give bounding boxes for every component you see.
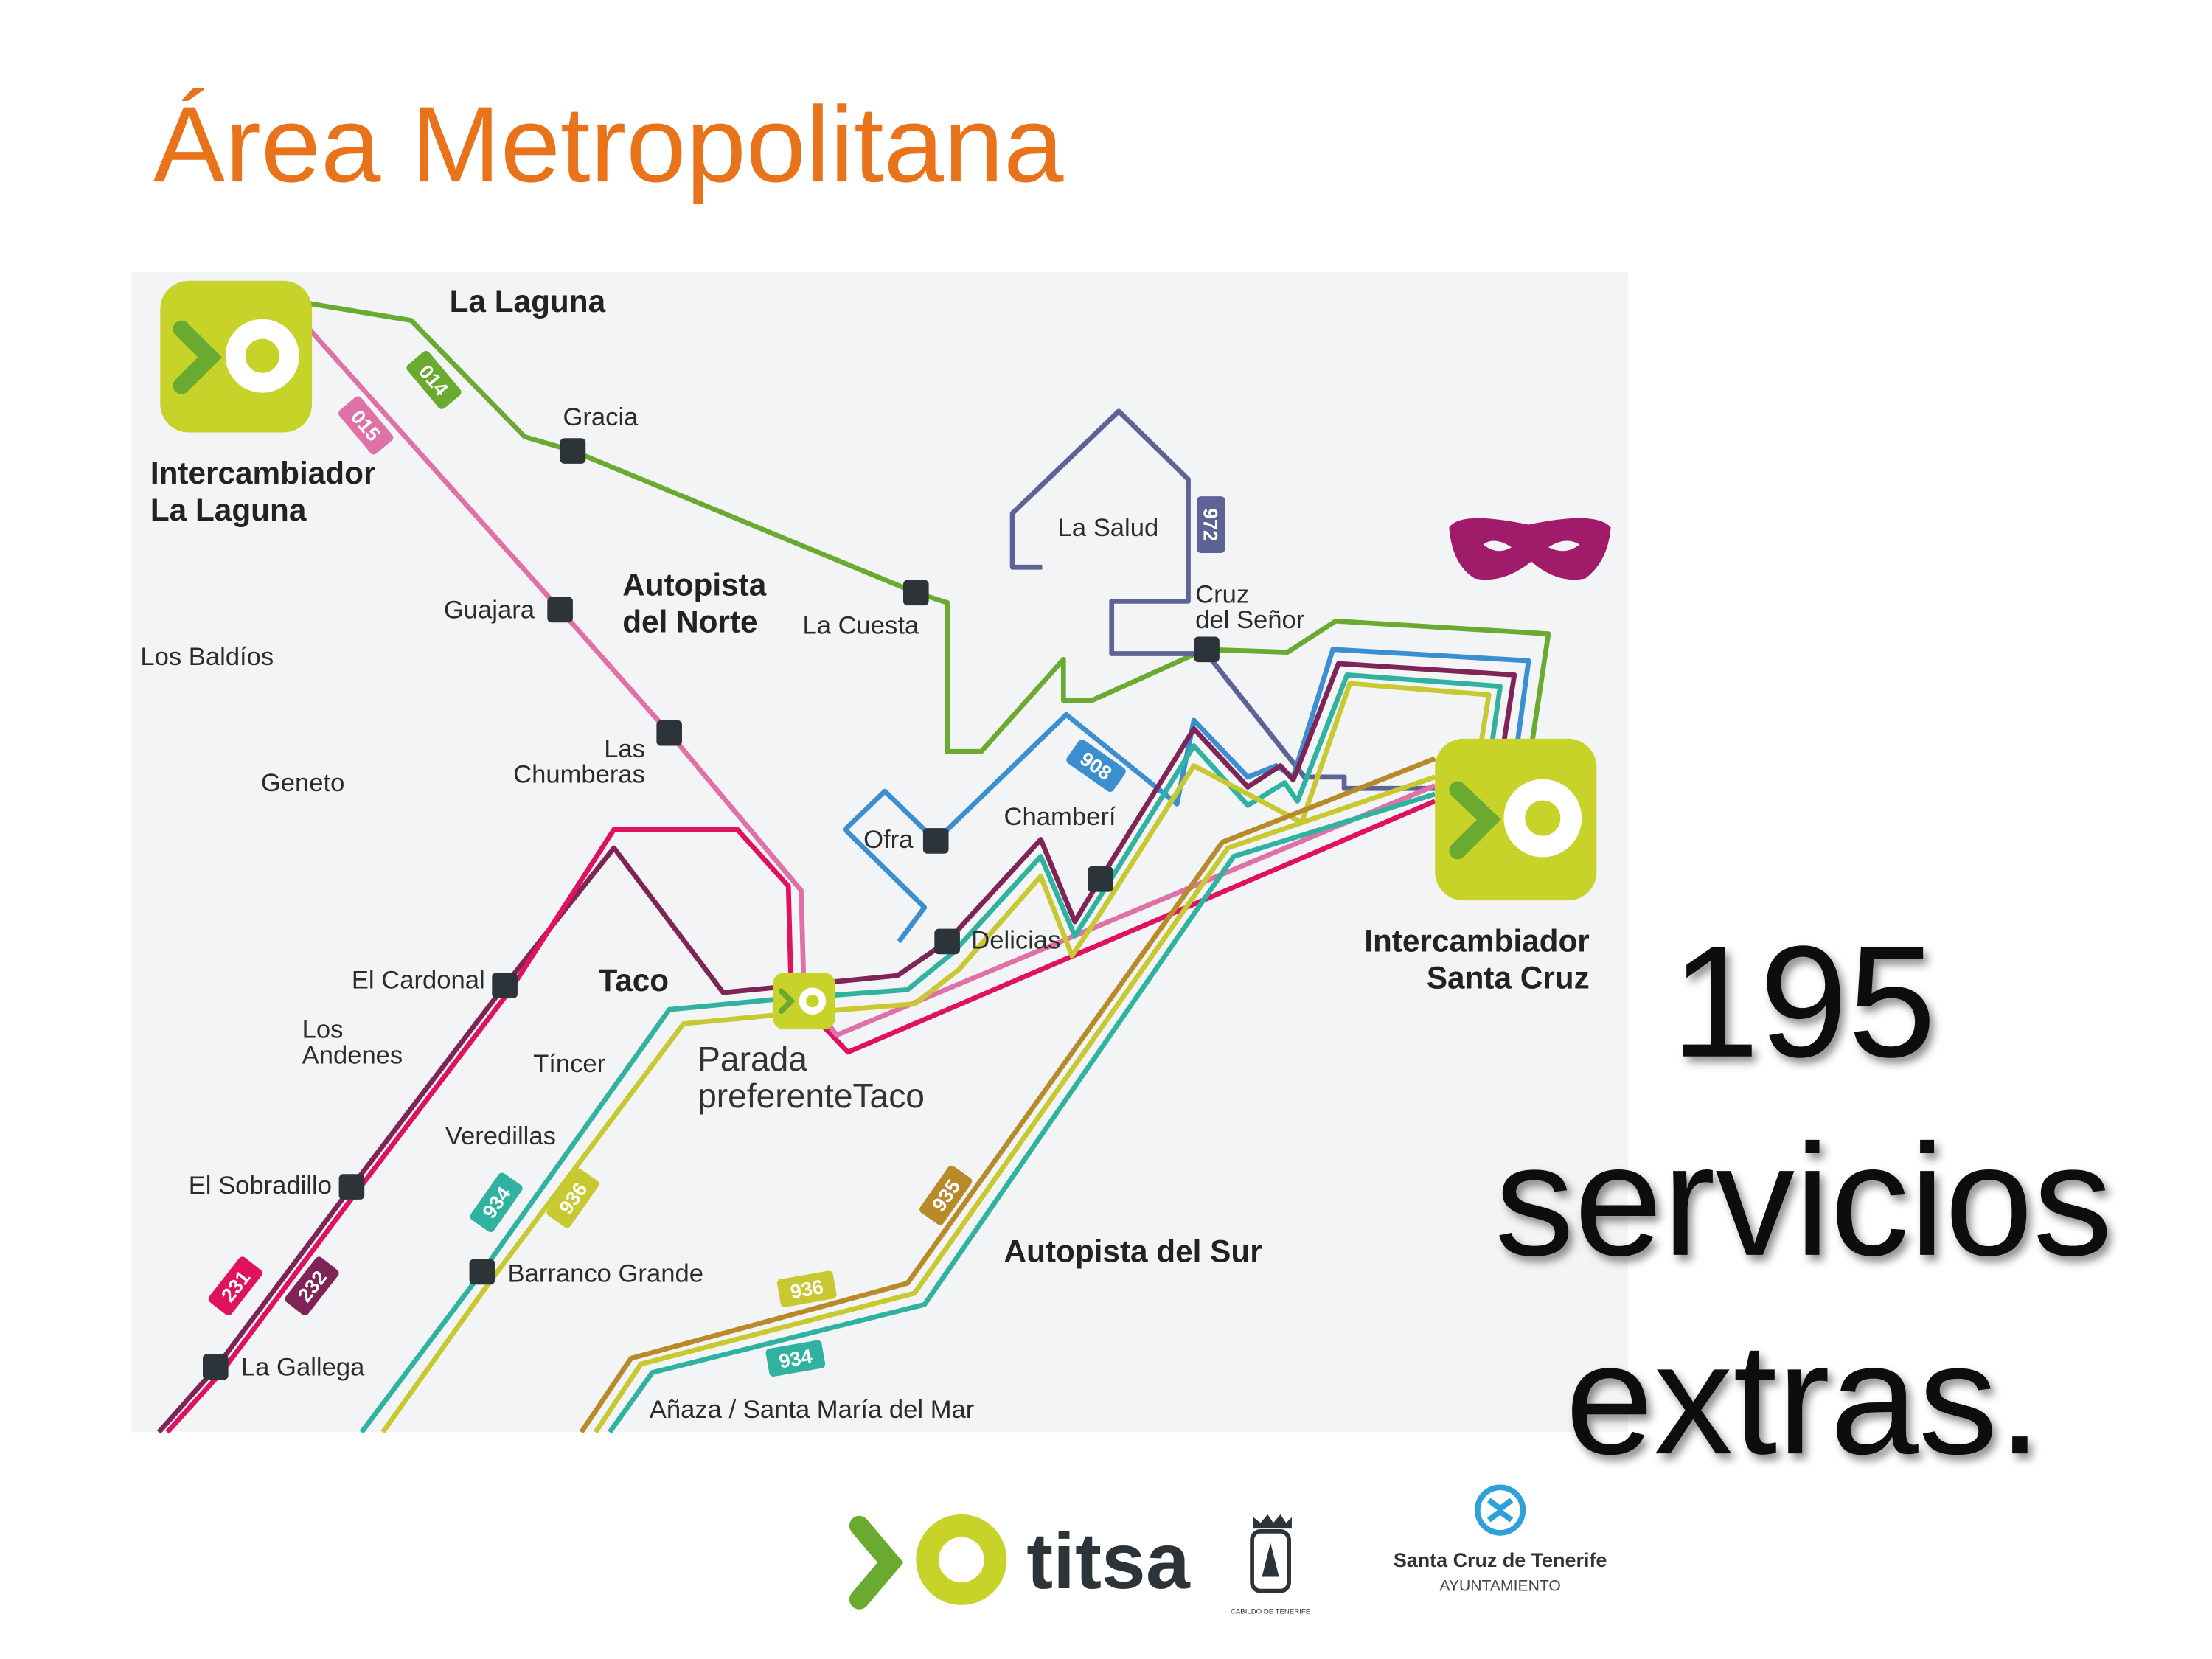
- hub-taco-label-2: preferenteTaco: [698, 1077, 925, 1115]
- station-guajara: [547, 597, 573, 623]
- guajara-label: Guajara: [444, 596, 535, 624]
- hub-la-laguna-label-1: Intercambiador: [150, 456, 376, 490]
- route-badge-972: 972: [1197, 496, 1225, 553]
- andenes-label: Andenes: [302, 1041, 403, 1069]
- area-autopista-norte-2: del Norte: [622, 605, 757, 639]
- station-delicias: [934, 928, 960, 955]
- station-chamberi: [1088, 866, 1113, 892]
- headline: 195 servicios extras.: [1495, 913, 2112, 1487]
- el-sobradillo-label: El Sobradillo: [189, 1172, 332, 1200]
- ofra-label: Ofra: [863, 826, 914, 854]
- station-el-sobradillo: [338, 1174, 365, 1200]
- chumberas-label: Chumberas: [513, 761, 645, 789]
- route-lines: [156, 301, 1551, 1434]
- headline-line-2: servicios: [1495, 1111, 2112, 1289]
- area-labels: La Laguna Autopista del Norte Taco Autop…: [450, 284, 1262, 1268]
- area-autopista-norte-1: Autopista: [622, 568, 767, 602]
- hub-santa-cruz-icon: [1435, 738, 1597, 901]
- route-line-935: [579, 756, 1436, 1434]
- route-line-934-north: [359, 672, 1503, 1434]
- hub-santa-cruz-label-1: Intercambiador: [1364, 923, 1590, 958]
- r972-label: 972: [1200, 508, 1222, 541]
- headline-line-3: extras.: [1565, 1310, 2042, 1487]
- ayto-1-label: Santa Cruz de Tenerife: [1394, 1549, 1607, 1571]
- page-title: Área Metropolitana: [153, 84, 1064, 204]
- hub-la-laguna-label-2: La Laguna: [150, 493, 307, 527]
- carnival-mask-icon: [1449, 518, 1611, 580]
- cabildo-label: CABILDO DE TENERIFE: [1231, 1607, 1310, 1615]
- station-el-cardonal: [492, 973, 518, 998]
- ayto-2-label: AYUNTAMIENTO: [1439, 1578, 1560, 1595]
- la-cuesta-label: La Cuesta: [802, 612, 919, 640]
- route-line-014: [308, 301, 1551, 766]
- hub-taco-icon: [773, 973, 835, 1030]
- hub-la-laguna-icon: [160, 280, 313, 433]
- station-ofra: [922, 828, 949, 854]
- route-badge-936-south: 936: [776, 1270, 837, 1307]
- hub-santa-cruz-label-2: Santa Cruz: [1427, 960, 1590, 995]
- area-la-laguna: La Laguna: [450, 284, 606, 319]
- station-las-chumberas: [656, 720, 682, 746]
- los-label: Los: [302, 1016, 344, 1044]
- barranco-grande-label: Barranco Grande: [507, 1259, 703, 1287]
- route-line-936-south: [593, 774, 1436, 1434]
- cabildo-logo: CABILDO DE TENERIFE: [1231, 1514, 1310, 1615]
- station-barranco-grande: [469, 1259, 495, 1285]
- hub-labels: Intercambiador La Laguna Intercambiador …: [150, 456, 1590, 1115]
- station-la-gallega: [203, 1354, 229, 1380]
- station-la-cuesta: [903, 580, 929, 606]
- route-line-934-south: [608, 791, 1436, 1434]
- titsa-label: titsa: [1026, 1517, 1191, 1605]
- route-line-936-north: [380, 681, 1492, 1434]
- del-senor-label: del Señor: [1195, 606, 1304, 634]
- stations: [203, 438, 1220, 1380]
- route-badge-014: 014: [406, 350, 462, 409]
- delicias-label: Delicias: [971, 927, 1060, 955]
- route-badge-232: 232: [285, 1256, 339, 1316]
- la-gallega-label: La Gallega: [241, 1353, 365, 1381]
- route-badge-934-south: 934: [765, 1340, 826, 1377]
- hub-taco-label-1: Parada: [698, 1040, 807, 1078]
- tincer-label: Tíncer: [533, 1050, 605, 1078]
- anaza-label: Añaza / Santa María del Mar: [650, 1396, 975, 1424]
- station-gracia: [560, 438, 586, 464]
- ayuntamiento-logo: Santa Cruz de Tenerife AYUNTAMIENTO: [1394, 1484, 1607, 1595]
- el-cardonal-label: El Cardonal: [352, 966, 485, 994]
- station-cruz-del-senor: [1194, 636, 1220, 663]
- geneto-label: Geneto: [261, 769, 345, 797]
- la-salud-label: La Salud: [1058, 514, 1159, 542]
- map-background: [130, 272, 1628, 1433]
- route-line-232: [156, 661, 1517, 1434]
- veredillas-label: Veredillas: [445, 1122, 556, 1150]
- las-label: Las: [604, 735, 645, 763]
- gracia-label: Gracia: [563, 403, 639, 431]
- place-labels: Gracia La Cuesta Guajara Los Baldíos Gen…: [140, 403, 1304, 1424]
- area-taco: Taco: [599, 963, 669, 998]
- headline-count: 195: [1671, 913, 1935, 1091]
- titsa-logo: titsa: [849, 1514, 1191, 1610]
- los-baldios-label: Los Baldíos: [140, 643, 274, 671]
- area-autopista-sur: Autopista del Sur: [1004, 1234, 1262, 1269]
- route-line-972: [1009, 408, 1436, 791]
- chamberi-label: Chamberí: [1004, 803, 1116, 831]
- cruz-label: Cruz: [1195, 580, 1249, 608]
